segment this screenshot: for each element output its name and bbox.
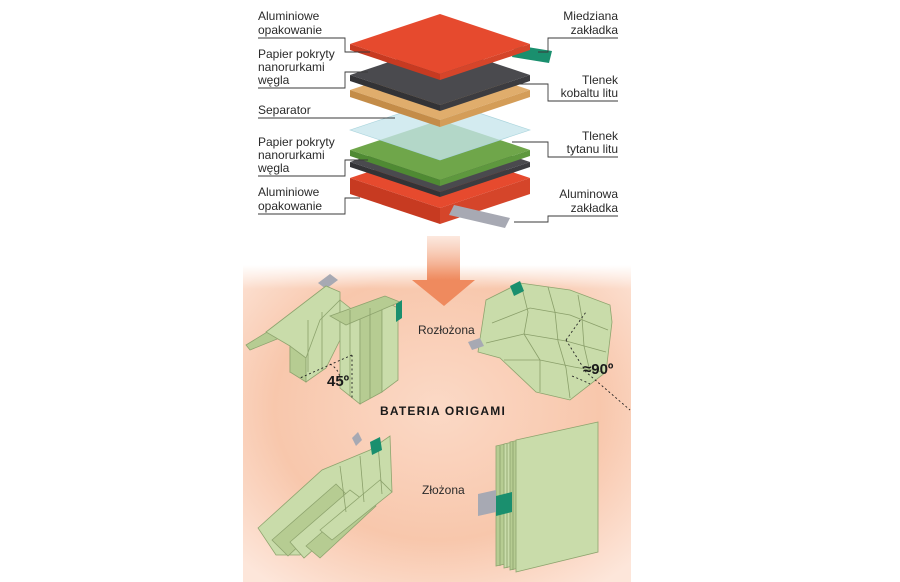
angle-45-label: 45º xyxy=(327,373,350,390)
svg-text:zakładka: zakładka xyxy=(571,201,619,215)
svg-text:zakładka: zakładka xyxy=(571,23,619,37)
folded-label: Złożona xyxy=(422,483,465,497)
unfolded-battery-45: 45º xyxy=(245,274,402,405)
svg-text:węgla: węgla xyxy=(257,73,290,87)
label-aluminum-bottom: Aluminiowe opakowanie xyxy=(258,185,322,213)
layer-aluminum-top xyxy=(350,14,530,74)
unfolded-label: Rozłożona xyxy=(418,323,475,337)
svg-text:Aluminiowe: Aluminiowe xyxy=(258,9,320,23)
svg-text:Miedziana: Miedziana xyxy=(563,9,618,23)
svg-text:nanorurkami: nanorurkami xyxy=(258,60,325,74)
label-paper-top: Papier pokryty nanorurkami węgla xyxy=(257,47,335,87)
leader-lines xyxy=(258,37,618,223)
green-tab-icon xyxy=(396,300,402,322)
svg-text:tytanu litu: tytanu litu xyxy=(567,142,618,156)
svg-text:Aluminiowe: Aluminiowe xyxy=(258,185,320,199)
svg-text:Papier pokryty: Papier pokryty xyxy=(258,47,335,61)
label-copper-tab: Miedziana zakładka xyxy=(563,9,618,37)
svg-text:Tlenek: Tlenek xyxy=(582,129,619,143)
svg-text:nanorurkami: nanorurkami xyxy=(258,148,325,162)
label-titanium-oxide: Tlenek tytanu litu xyxy=(567,129,619,156)
unfolded-battery-90: ≈90º xyxy=(468,281,631,411)
svg-text:opakowanie: opakowanie xyxy=(258,199,322,213)
aluminum-tab xyxy=(449,205,510,228)
label-aluminum-tab: Aluminowa zakładka xyxy=(559,187,618,215)
down-arrow xyxy=(412,236,475,306)
green-tab-icon xyxy=(370,437,382,455)
folded-battery-zigzag xyxy=(257,432,393,559)
label-paper-bottom: Papier pokryty nanorurkami węgla xyxy=(257,135,335,175)
svg-text:Separator: Separator xyxy=(258,103,311,117)
green-tab-icon xyxy=(496,492,512,516)
svg-text:opakowanie: opakowanie xyxy=(258,23,322,37)
diagram-title: BATERIA ORIGAMI xyxy=(380,404,506,418)
label-separator: Separator xyxy=(258,103,311,117)
svg-text:Tlenek: Tlenek xyxy=(582,73,619,87)
angle-90-label: ≈90º xyxy=(583,361,614,378)
folded-battery-stack xyxy=(478,421,599,573)
layer-stack xyxy=(349,14,552,228)
label-cobalt-oxide: Tlenek kobaltu litu xyxy=(561,73,619,100)
silver-tab-icon xyxy=(352,432,362,446)
label-aluminum-top: Aluminiowe opakowanie xyxy=(258,9,322,37)
silver-tab-icon xyxy=(468,338,484,350)
svg-text:Papier pokryty: Papier pokryty xyxy=(258,135,335,149)
svg-text:Aluminowa: Aluminowa xyxy=(559,187,618,201)
silver-tab-icon xyxy=(478,490,496,516)
svg-text:węgla: węgla xyxy=(257,161,290,175)
svg-text:kobaltu litu: kobaltu litu xyxy=(561,86,618,100)
silver-tab-icon xyxy=(318,274,338,289)
green-tab-icon xyxy=(510,281,524,296)
